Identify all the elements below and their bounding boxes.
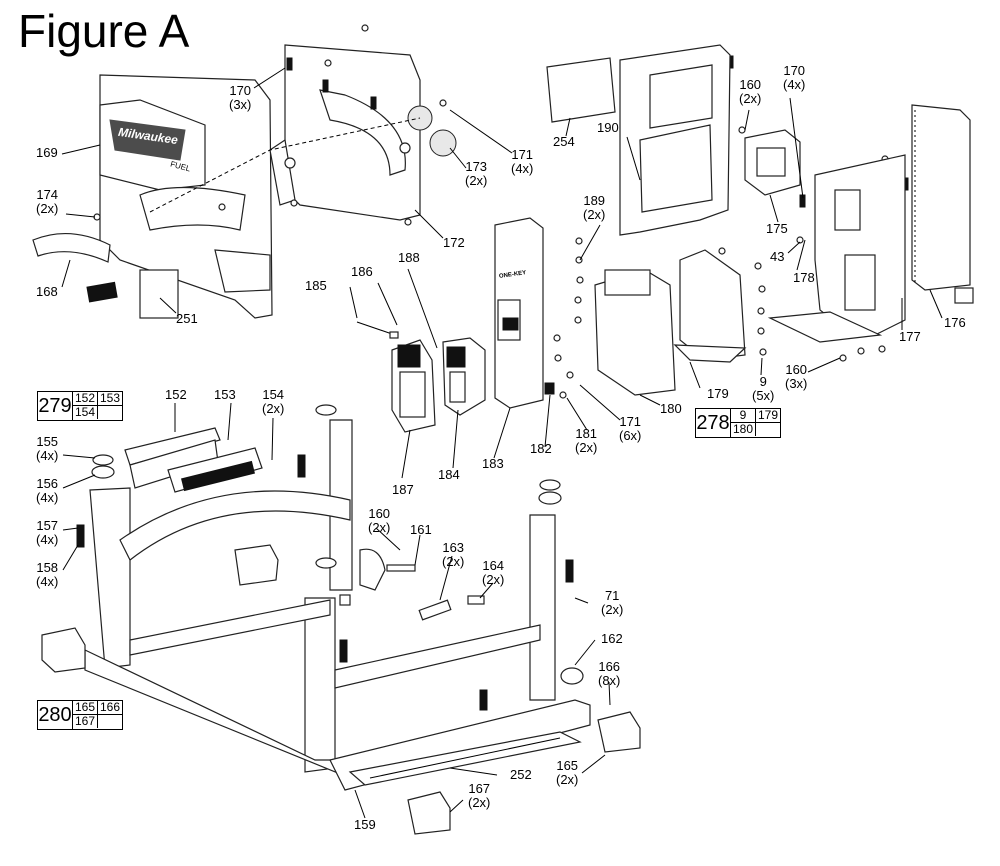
callout-167: 167 (2x) (468, 781, 491, 810)
kit-part: 179 (755, 409, 780, 423)
kit-id: 279 (38, 392, 73, 420)
callout-179: 179 (707, 386, 729, 401)
bracket-179 (673, 249, 747, 363)
callout-155: 155 (4x) (36, 434, 59, 463)
callout-166: 166 (8x) (598, 659, 621, 688)
bracket-172 (269, 44, 421, 221)
kit-part: 180 (730, 423, 755, 436)
callout-170-a: 170 (3x) (229, 83, 252, 112)
callout-177: 177 (899, 329, 921, 344)
callout-176: 176 (944, 315, 966, 330)
one-key-module-183 (494, 217, 544, 409)
callout-157: 157 (4x) (36, 518, 59, 547)
callout-251: 251 (176, 311, 198, 326)
kit-part (755, 423, 780, 436)
callout-160-c: 160 (2x) (368, 506, 391, 535)
kit-part: 167 (72, 715, 97, 728)
kit-part: 152 (72, 392, 97, 406)
frame-177 (767, 154, 906, 343)
callout-162: 162 (601, 631, 623, 646)
stand-frame-159 (84, 419, 591, 791)
leader-lines (61, 67, 943, 819)
label-254 (546, 57, 616, 123)
kit-id: 278 (696, 409, 731, 437)
callout-43: 43 (770, 249, 785, 264)
callout-154: 154 (2x) (262, 387, 285, 416)
callout-172: 172 (443, 235, 465, 250)
callout-163: 163 (2x) (442, 540, 465, 569)
callout-254: 254 (553, 134, 575, 149)
switch-cover-187 (391, 339, 436, 433)
kit-part (97, 715, 122, 728)
kit-table-280: 280 165 166 167 (37, 700, 123, 730)
callout-170-b: 170 (4x) (783, 63, 806, 92)
housing-190 (619, 44, 731, 236)
callout-184: 184 (438, 467, 460, 482)
battery-box-180 (594, 269, 676, 396)
callout-175: 175 (766, 221, 788, 236)
callout-183: 183 (482, 456, 504, 471)
callout-168: 168 (36, 284, 58, 299)
cover-176 (911, 104, 974, 304)
callout-174: 174 (2x) (36, 187, 59, 216)
callout-161: 161 (410, 522, 432, 537)
callout-152: 152 (165, 387, 187, 402)
kit-part: 153 (97, 392, 122, 406)
callout-181: 181 (2x) (575, 426, 598, 455)
callout-165: 165 (2x) (556, 758, 579, 787)
kit-part (97, 406, 122, 419)
callout-71: 71 (2x) (601, 588, 624, 617)
kit-table-279: 279 152 153 154 (37, 391, 123, 421)
callout-188: 188 (398, 250, 420, 265)
callout-158: 158 (4x) (36, 560, 59, 589)
plate-175 (744, 129, 801, 196)
callout-182: 182 (530, 441, 552, 456)
callout-178: 178 (793, 270, 815, 285)
callout-153: 153 (214, 387, 236, 402)
switch-184 (442, 337, 486, 416)
callout-156: 156 (4x) (36, 476, 59, 505)
kit-table-278: 278 9 179 180 (695, 408, 781, 438)
callout-171-b: 171 (6x) (619, 414, 642, 443)
handle-152-153 (124, 427, 263, 493)
callout-187: 187 (392, 482, 414, 497)
callout-171-a: 171 (4x) (511, 147, 534, 176)
callout-9: 9 (5x) (752, 374, 775, 403)
latch-parts (339, 548, 584, 685)
callout-164: 164 (2x) (482, 558, 505, 587)
figure-title: Figure A (18, 5, 190, 57)
callout-190: 190 (597, 120, 619, 135)
callout-185: 185 (305, 278, 327, 293)
callout-159: 159 (354, 817, 376, 832)
callout-173: 173 (2x) (465, 159, 488, 188)
kit-part: 9 (730, 409, 755, 423)
kit-part: 166 (97, 701, 122, 715)
corner-brackets (41, 544, 641, 835)
callout-186: 186 (351, 264, 373, 279)
callout-189: 189 (2x) (583, 193, 606, 222)
kit-id: 280 (38, 701, 73, 729)
callout-180: 180 (660, 401, 682, 416)
screws (93, 24, 909, 399)
feet-caps (76, 404, 574, 711)
side-panel-169 (99, 74, 273, 319)
kit-part: 165 (72, 701, 97, 715)
callout-252: 252 (510, 767, 532, 782)
kit-part: 154 (72, 406, 97, 419)
callout-160-b: 160 (3x) (785, 362, 808, 391)
scale-168 (32, 233, 111, 263)
callout-169: 169 (36, 145, 58, 160)
callout-160-a: 160 (2x) (739, 77, 762, 106)
